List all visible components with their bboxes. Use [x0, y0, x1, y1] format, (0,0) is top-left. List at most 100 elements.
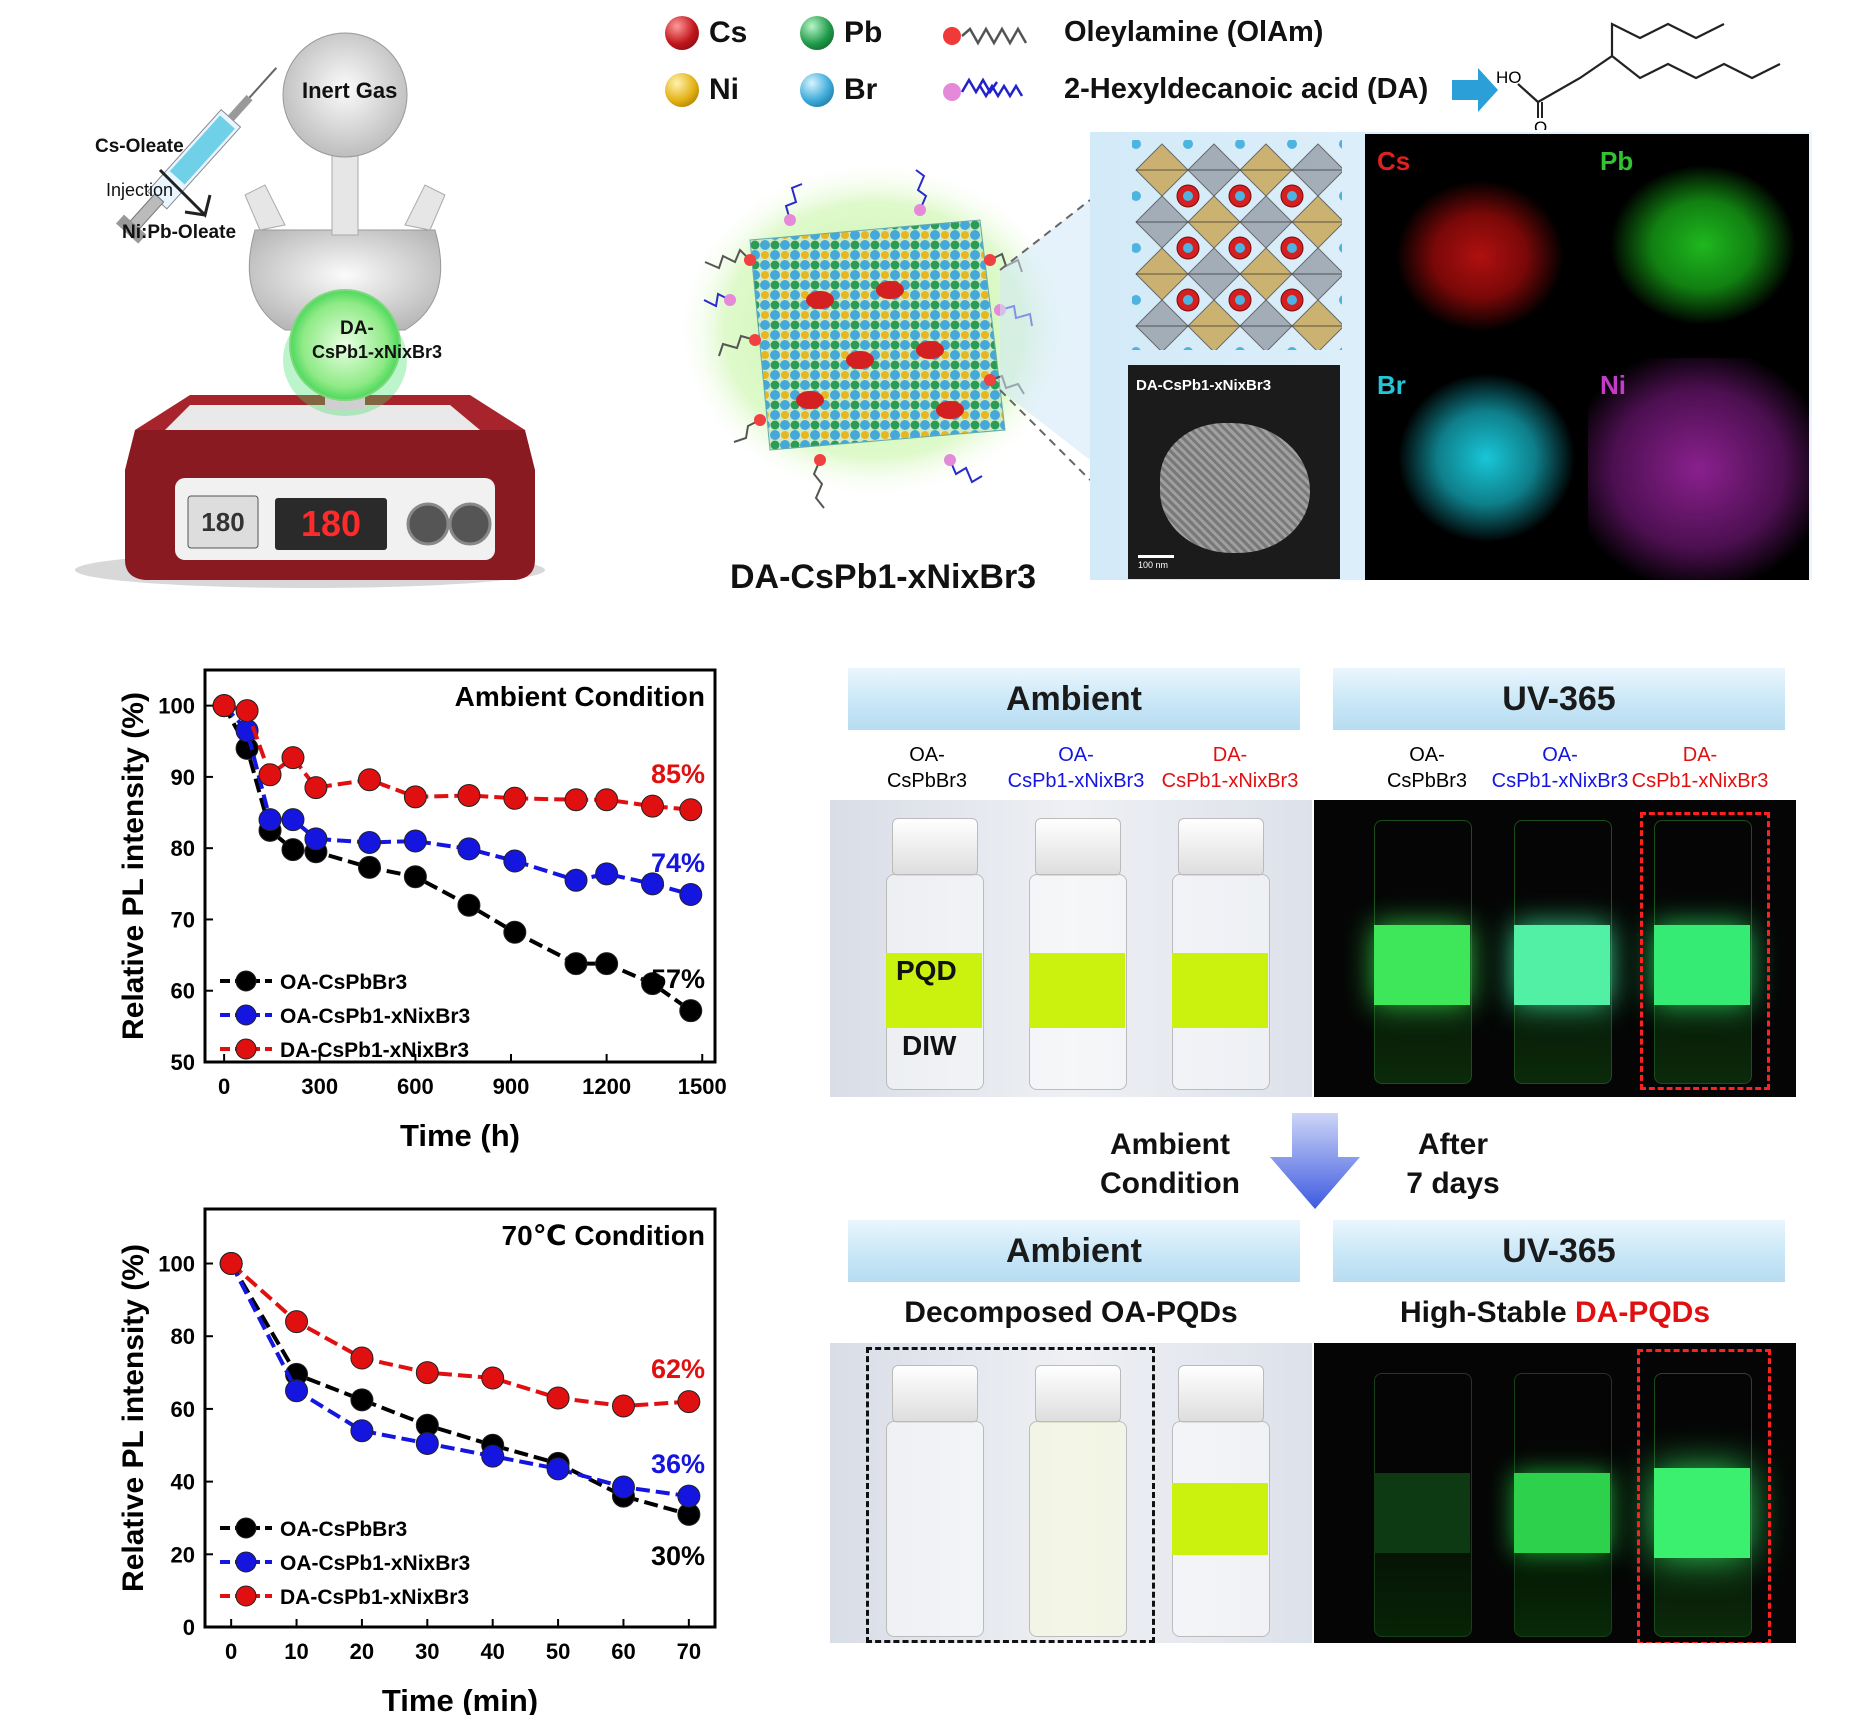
data-point: [679, 798, 703, 822]
octahedron: [1135, 299, 1189, 350]
eds-br-label: Br: [1377, 370, 1406, 400]
br-atom: [1132, 243, 1141, 253]
chart-title: Ambient Condition: [455, 681, 705, 712]
banner-uv-bottom: UV-365: [1333, 1220, 1785, 1282]
data-point: [677, 1390, 701, 1414]
legend-ni-label: Ni: [709, 73, 739, 106]
banner-ambient-bottom: Ambient: [848, 1220, 1300, 1282]
data-point: [503, 920, 527, 944]
zoom-beam: [1000, 200, 1090, 460]
eds-maps: Cs Pb Br Ni: [1365, 134, 1809, 580]
legend-marker: [235, 1585, 257, 1607]
highlight-box-da-after: [1637, 1349, 1771, 1643]
br-atom: [1287, 347, 1297, 350]
diw-label: DIW: [902, 1030, 957, 1061]
br-atom: [1132, 295, 1141, 305]
cs-atoms: [796, 281, 964, 419]
data-point: [415, 1431, 439, 1455]
ni-ball-icon: [665, 73, 699, 107]
da-label: 2-Hexyldecanoic acid (DA): [1064, 73, 1429, 105]
scale-bar: [1138, 555, 1174, 558]
br-atom: [1287, 140, 1297, 149]
data-point: [403, 785, 427, 809]
hotplate-plate: [165, 405, 480, 430]
scale-bar-label: 100 nm: [1138, 560, 1169, 570]
da-structure: HO O: [1496, 22, 1781, 130]
inert-gas-label: Inert Gas: [302, 78, 398, 103]
br-atom: [1132, 140, 1141, 149]
br-atom: [1235, 295, 1245, 305]
uv-glow-da-before: [1654, 925, 1750, 1005]
da-chain-icon: [960, 77, 1024, 99]
legend-marker: [235, 1551, 257, 1573]
data-point: [564, 868, 588, 892]
pqd-label: PQD: [896, 955, 957, 986]
br-ball-icon: [800, 73, 834, 107]
legend-marker: [235, 1517, 257, 1539]
data-point: [357, 830, 381, 854]
legend-label: OA-CsPbBr3: [280, 1518, 407, 1541]
highlight-box-decomposed: [866, 1347, 1155, 1643]
synthesis-illustration: 180 180: [75, 32, 545, 588]
y-axis-label: Relative PL intensity (%): [117, 1244, 150, 1592]
small-display: [187, 495, 259, 549]
crystal-structure: [1132, 140, 1342, 350]
vial-label-oa-uv: OA-CsPbBr3: [1386, 744, 1468, 792]
end-value-label: 30%: [651, 1541, 705, 1571]
legend-pb-label: Pb: [844, 16, 883, 49]
br-atom: [1287, 191, 1297, 201]
da-head-icon: [943, 83, 961, 101]
data-point: [679, 999, 703, 1023]
x-axis-label: Time (h): [400, 1118, 520, 1153]
legend-label: OA-CsPbBr3: [280, 971, 407, 994]
nanocrystal-illustration: [660, 140, 1091, 540]
da-ho-label: HO: [1496, 68, 1522, 87]
data-point: [595, 788, 619, 812]
flask-bulb: [289, 289, 401, 401]
vial-oa-before: [880, 818, 988, 1090]
photo-ambient-after: [830, 1343, 1312, 1643]
y-tick-label: 40: [171, 1470, 195, 1495]
data-point: [304, 827, 328, 851]
br-atom: [1183, 347, 1193, 350]
y-tick-label: 20: [171, 1542, 195, 1567]
knob-left: [406, 502, 450, 546]
legend-marker: [235, 1004, 257, 1026]
data-point: [503, 786, 527, 810]
flask-side-neck-right: [404, 184, 446, 231]
flask-center-neck: [331, 149, 359, 236]
uv-glow-da-after: [1654, 1468, 1750, 1558]
y-tick-label: 100: [158, 1252, 195, 1277]
small-display-value: 180: [201, 507, 244, 537]
photo-ambient-before: PQD DIW: [830, 800, 1312, 1097]
data-point: [546, 1386, 570, 1410]
zoom-lines: [999, 199, 1091, 481]
eds-map-br: [1365, 358, 1586, 580]
data-point: [564, 788, 588, 812]
vial-label-da-uv: DA-CsPb1-xNixBr3: [1631, 744, 1769, 792]
vial-oani-after: [1029, 1421, 1127, 1637]
br-atom: [1235, 243, 1245, 253]
x-tick-label: 0: [218, 1074, 230, 1099]
stable-caption: High-Stable DA-PQDs: [1399, 1296, 1711, 1329]
photo-uv-before: [1314, 800, 1796, 1097]
photo-uv-after: [1314, 1343, 1796, 1643]
vial-da-after-layer: [1172, 1483, 1268, 1555]
eds-cs-label: Cs: [1377, 146, 1411, 176]
br-atom: [1132, 191, 1141, 201]
uv-glow-oa-after: [1374, 1473, 1470, 1553]
end-value-label: 57%: [651, 964, 705, 994]
y-tick-label: 0: [183, 1615, 195, 1640]
br-atom: [1339, 243, 1342, 253]
data-point: [258, 808, 282, 832]
flask-side-neck-left: [244, 184, 286, 231]
data-point: [258, 763, 282, 787]
highlight-box-da-before: [1640, 812, 1770, 1090]
cs-oleate-label: Cs-Oleate: [95, 136, 184, 157]
legend-br-label: Br: [844, 73, 878, 106]
eds-map-cs: [1365, 134, 1586, 356]
legend-label: DA-CsPb1-xNixBr3: [280, 1039, 469, 1062]
legend-label: DA-CsPb1-xNixBr3: [280, 1586, 469, 1609]
flask-content-line1: DA-: [340, 318, 374, 339]
